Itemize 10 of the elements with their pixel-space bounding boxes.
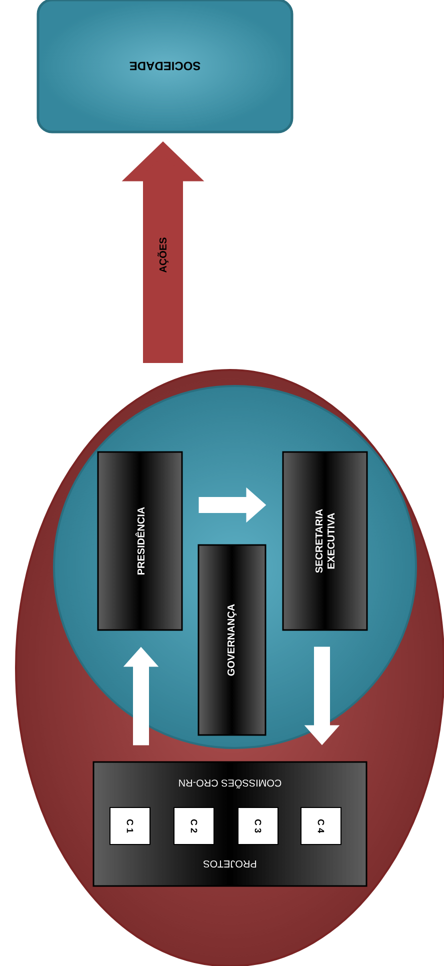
commission-box: C 2 bbox=[174, 807, 214, 845]
commission-box: C 4 bbox=[300, 807, 342, 845]
organ-box: PRESIDÊNCIA bbox=[97, 451, 183, 631]
commission-box: C 3 bbox=[238, 807, 278, 845]
inner-circle bbox=[53, 385, 417, 749]
organ-box: SECRETARIA EXECUTIVA bbox=[282, 451, 368, 631]
organ-box: GOVERNANÇA bbox=[198, 544, 266, 736]
society-box: SOCIEDADE bbox=[36, 0, 294, 134]
commission-box: C 1 bbox=[110, 807, 150, 845]
edge-label: AÇÕES bbox=[156, 236, 170, 274]
